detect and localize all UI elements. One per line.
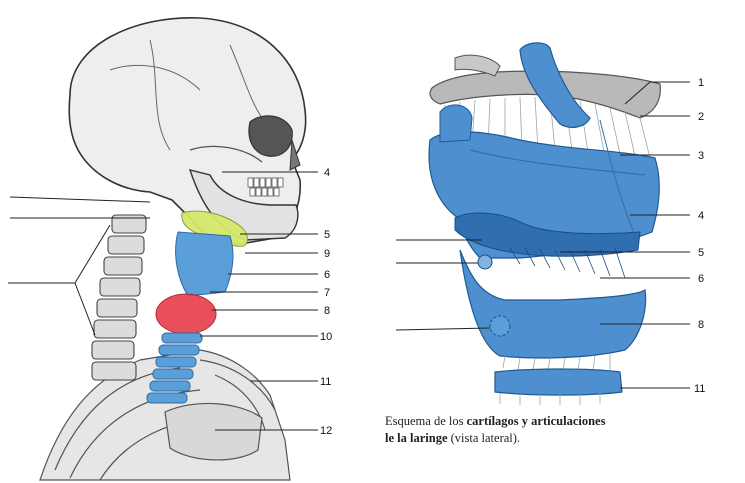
left-label: 11	[320, 376, 331, 388]
left-label: 4	[324, 167, 330, 179]
right-label: 1	[698, 77, 704, 89]
left-label: 9	[324, 248, 330, 260]
left-label: 12	[320, 425, 332, 437]
left-label: 7	[324, 287, 330, 299]
left-labels: 4 5 9 6 7 8 10 11 12	[320, 167, 332, 437]
thyroid-cartilage	[176, 232, 233, 296]
right-label: 4	[698, 210, 704, 222]
tracheal-ring	[495, 369, 622, 395]
cricoarytenoid-joint	[478, 255, 492, 269]
right-labels: 1 2 3 4 5 6 8 11	[694, 77, 705, 395]
figure-caption: Esquema de los cartílagos y articulacion…	[385, 413, 735, 447]
right-label: 8	[698, 319, 704, 331]
left-label: 8	[324, 305, 330, 317]
left-figure: 4 5 9 6 7 8 10 11 12	[8, 18, 332, 480]
right-label: 6	[698, 273, 704, 285]
caption-bold: cartílagos y articulaciones	[467, 414, 606, 428]
skull	[69, 18, 305, 244]
left-label: 10	[320, 331, 332, 343]
cervical-spine	[92, 215, 146, 380]
caption-part1: Esquema de los	[385, 414, 463, 428]
right-label: 2	[698, 111, 704, 123]
right-label: 5	[698, 247, 704, 259]
left-label: 5	[324, 229, 330, 241]
cricothyroid-joint	[490, 316, 510, 336]
caption-part2: le la laringe	[385, 431, 448, 445]
left-label: 6	[324, 269, 330, 281]
caption-part3: (vista lateral).	[451, 431, 520, 445]
right-label: 11	[694, 383, 705, 395]
right-figure: 1 2 3 4 5 6 8 11	[396, 43, 705, 405]
cricoid-cartilage	[156, 294, 216, 334]
sternum	[165, 403, 262, 460]
right-label: 3	[698, 150, 704, 162]
